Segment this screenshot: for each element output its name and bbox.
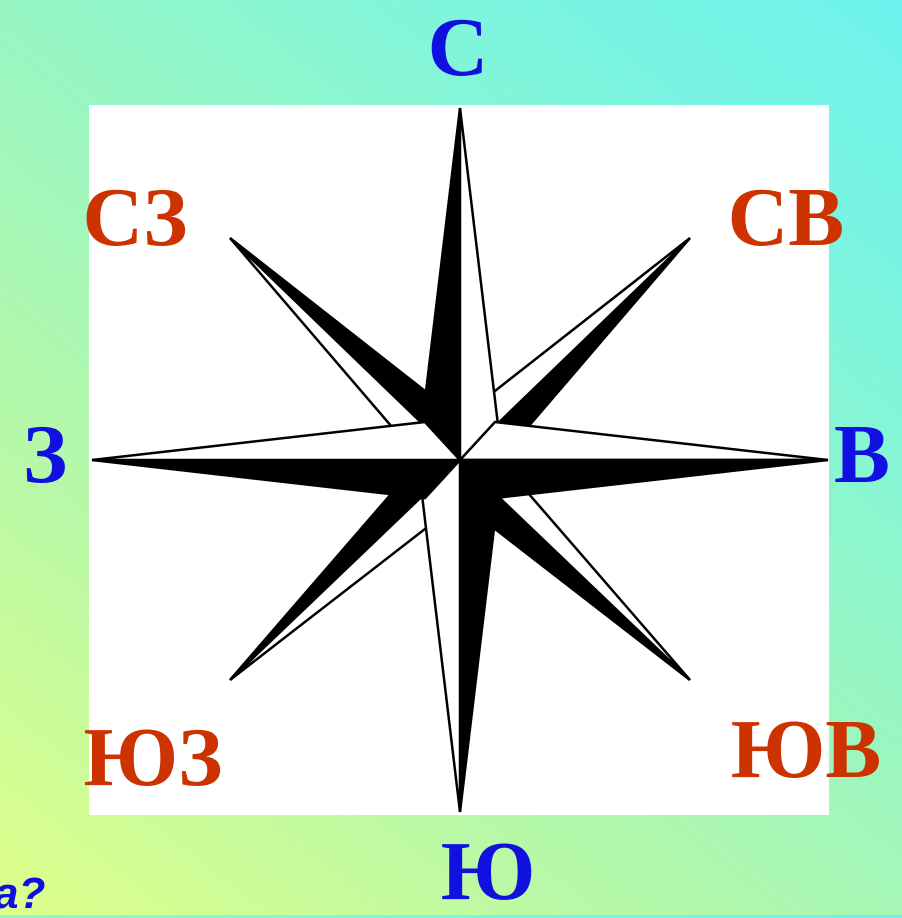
label-northwest: СЗ xyxy=(83,176,188,260)
label-west: З xyxy=(23,413,67,497)
label-south: Ю xyxy=(441,830,536,914)
south-point xyxy=(422,460,498,812)
east-point xyxy=(460,422,828,498)
label-southeast: ЮВ xyxy=(731,708,882,792)
label-southwest: ЮЗ xyxy=(84,716,223,800)
label-east: В xyxy=(834,413,890,497)
question-fragment: а? xyxy=(0,872,45,916)
north-point xyxy=(422,108,498,460)
west-point xyxy=(92,422,460,498)
label-northeast: СВ xyxy=(728,176,845,260)
label-north: С xyxy=(428,6,489,90)
